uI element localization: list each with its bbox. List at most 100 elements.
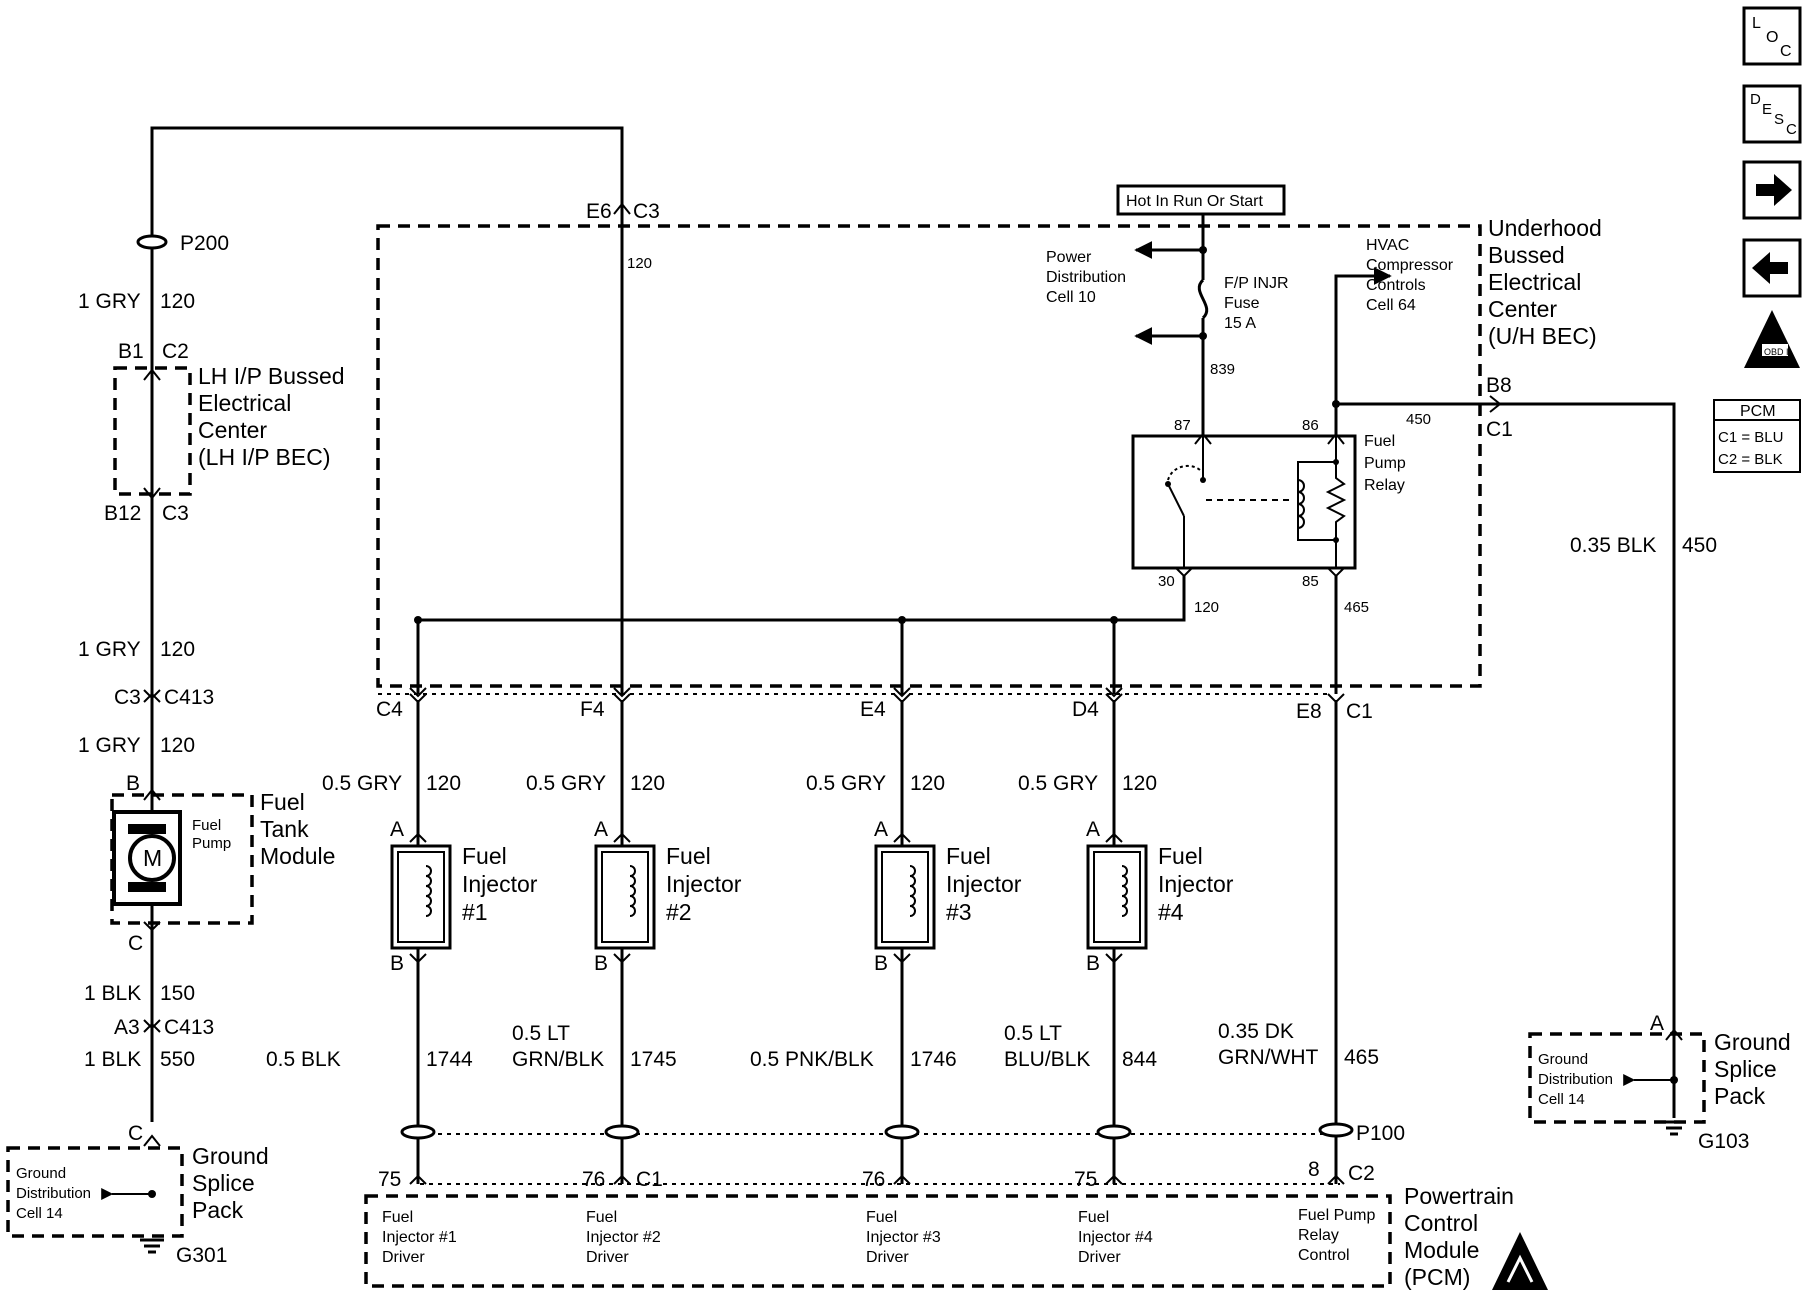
obd-ii-label: OBD II	[1764, 347, 1791, 357]
p100-label: P100	[1356, 1122, 1405, 1145]
injector-2-circuit: 120	[630, 772, 665, 795]
lh-wire-4-circuit: 150	[160, 982, 195, 1005]
injector-4-name-line1: Fuel	[1158, 843, 1203, 869]
injector-2-wire-color: 0.5 GRY	[526, 772, 606, 795]
circuit-839-label: 839	[1210, 361, 1235, 378]
uh-bec-line4: Center	[1488, 296, 1557, 322]
injector-3-pcm-pin: 76	[862, 1168, 885, 1191]
injector-3-driver-line3: Driver	[866, 1249, 909, 1266]
c1-e8-connector-label: C1	[1346, 700, 1373, 723]
injector-2-splice-icon	[604, 1124, 640, 1140]
fp-injr-fuse-icon	[1197, 278, 1209, 320]
obd-ii-icon[interactable]: OBD II	[1744, 310, 1800, 368]
desc-button[interactable]: D E S C	[1742, 84, 1802, 144]
injector-3-bus-node	[898, 616, 906, 624]
injector-3-b-connector-icon	[893, 953, 911, 964]
injector-1-connector-icon	[409, 693, 427, 704]
uh-bec-boundary	[376, 224, 1482, 688]
injector-4-name-line2: Injector	[1158, 871, 1234, 897]
injector-4-circuit: 120	[1122, 772, 1157, 795]
injector-3-out-wire: 0.5 PNK/BLK	[750, 1048, 874, 1071]
prev-button[interactable]	[1742, 238, 1802, 298]
injector-1-circuit: 120	[426, 772, 461, 795]
prev-arrow-icon	[1752, 252, 1788, 284]
injector-1-name-line2: Injector	[462, 871, 538, 897]
injector-1-out-circuit: 1744	[426, 1048, 473, 1071]
relay-switch-icon	[1165, 436, 1290, 568]
relay-ctrl-driver-line1: Fuel Pump	[1298, 1207, 1375, 1224]
injector-2-pcm-connector-icon	[613, 1174, 631, 1185]
pcm-legend-title: PCM	[1740, 403, 1776, 420]
b1-connector-icon	[143, 368, 161, 381]
e8-connector-icon	[1327, 693, 1345, 704]
b12-connector-icon	[143, 487, 161, 500]
injector-1-bus-node	[414, 616, 422, 624]
injector-4-wire-color: 0.5 GRY	[1018, 772, 1098, 795]
right-gdist-line2: Distribution	[1538, 1071, 1613, 1088]
injector-3-coil-icon	[909, 865, 916, 917]
injector-4-out-wire-line2: BLU/BLK	[1004, 1048, 1090, 1071]
injector-3-splice-icon	[884, 1124, 920, 1140]
lh-wire-4-color: 1 BLK	[84, 982, 141, 1005]
injector-3-connector-icon	[893, 693, 911, 704]
fuse-label-2: Fuse	[1224, 295, 1260, 312]
injector-4-coil-icon	[1121, 865, 1128, 917]
b8-pin-label: B8	[1486, 374, 1512, 397]
injector-2-name-line1: Fuel	[666, 843, 711, 869]
fuel-pump-feed-wire	[150, 126, 624, 1122]
circuit-465-uh-label: 465	[1344, 599, 1369, 616]
power-dist-line1: Power	[1046, 249, 1092, 266]
pcm-c2-label: C2	[1348, 1162, 1375, 1185]
injector-4-pcm-connector-icon	[1105, 1174, 1123, 1185]
injector-3-inner-frame	[881, 851, 929, 943]
injector-3-pin-a: A	[874, 818, 888, 841]
right-ground-splice-pack-boundary	[1528, 1032, 1706, 1124]
left-gsp-line1: Ground	[192, 1143, 269, 1169]
circuit-120-bus-label: 120	[1194, 599, 1219, 616]
relay-pin-86: 86	[1302, 417, 1319, 434]
pcm-legend-c1: C1 = BLU	[1718, 429, 1783, 446]
injector-2-driver-line1: Fuel	[586, 1209, 617, 1226]
ground-pin-c: C	[128, 1122, 143, 1145]
uh-bec-line5: (U/H BEC)	[1488, 323, 1597, 349]
injector-2-bus-arrow-icon	[613, 687, 631, 698]
injector-2-out-wire-line1: 0.5 LT	[512, 1022, 570, 1045]
e6-connector-label: E6	[586, 200, 612, 223]
right-ground-connector-icon	[1665, 1028, 1683, 1041]
injector-2-driver-line3: Driver	[586, 1249, 629, 1266]
left-gsp-line2: Splice	[192, 1170, 255, 1196]
right-ground-pin-a: A	[1650, 1012, 1664, 1035]
c2-connector-label: C2	[162, 340, 189, 363]
injector-2-connector-icon	[613, 693, 631, 704]
lh-bec-line2: Electrical	[198, 390, 291, 416]
injector-1-pin-a: A	[390, 818, 404, 841]
loc-button[interactable]: L O C	[1742, 6, 1802, 66]
g103-label: G103	[1698, 1130, 1749, 1153]
relay-ctrl-driver-line2: Relay	[1298, 1227, 1339, 1244]
injector-1-out-wire: 0.5 BLK	[266, 1048, 341, 1071]
pcm-name-line1: Powertrain	[1404, 1183, 1514, 1209]
uh-bec-line2: Bussed	[1488, 242, 1565, 268]
e8-connector-label: E8	[1296, 700, 1322, 723]
right-wire-circuit: 450	[1682, 534, 1717, 557]
fuse-label-1: F/P INJR	[1224, 275, 1289, 292]
relay-pin-85: 85	[1302, 573, 1319, 590]
injector-4-a-connector-icon	[1105, 832, 1123, 843]
desc-s-label: S	[1774, 111, 1784, 128]
next-button[interactable]	[1742, 160, 1802, 220]
loc-l-label: L	[1752, 15, 1761, 32]
injector-2-pcm-pin: 76	[582, 1168, 605, 1191]
g103-ground-icon	[1662, 1120, 1686, 1136]
fuel-pump-b-connector-icon	[143, 788, 161, 801]
right-gsp-line2: Splice	[1714, 1056, 1777, 1082]
pcm-name-line2: Control	[1404, 1210, 1478, 1236]
injector-1-bus-arrow-icon	[409, 687, 427, 698]
left-gdist-line2: Distribution	[16, 1185, 91, 1202]
injector-3-out-circuit: 1746	[910, 1048, 957, 1071]
left-gdist-node	[148, 1190, 156, 1198]
a3-pin-label: A3	[114, 1016, 140, 1039]
injector-1-wire-color: 0.5 GRY	[322, 772, 402, 795]
fuel-pump-label-1: Fuel	[192, 817, 221, 834]
pcm-c2-connector-icon	[1327, 1174, 1345, 1185]
